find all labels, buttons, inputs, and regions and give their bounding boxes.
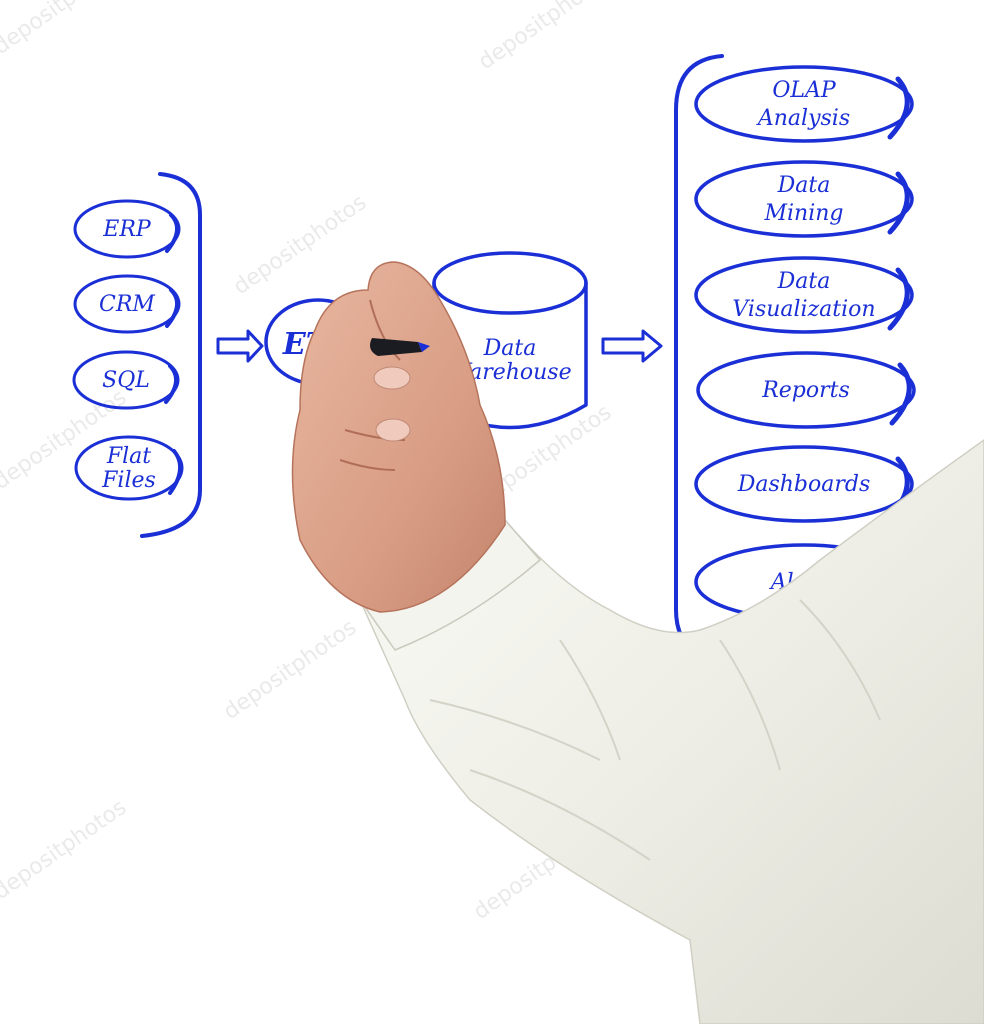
- watermark-text: depositphotos: [0, 0, 131, 60]
- source-erp-label-line-1: ERP: [102, 217, 152, 242]
- sources-bracket: [140, 172, 202, 538]
- source-node-erp: ERP: [73, 199, 181, 259]
- arrow-warehouse-to-outputs: [601, 329, 663, 363]
- output-node-dashboards: Dashboards: [694, 445, 914, 523]
- watermark-text: depositphotos: [229, 190, 371, 300]
- source-flat-files-label-line-2: Files: [101, 468, 156, 493]
- watermark-text: depositphotos: [0, 795, 131, 905]
- source-node-crm: CRM: [73, 274, 181, 334]
- output-data-mining-label-line-2: Mining: [763, 201, 843, 226]
- output-data-visualization-label-line-1: Data: [777, 269, 831, 294]
- source-flat-files-label-line-1: Flat: [106, 444, 151, 469]
- output-reports-label-line-1: Reports: [761, 378, 850, 403]
- output-olap-analysis-label-line-2: Analysis: [756, 106, 850, 131]
- output-dashboards-label-line-1: Dashboards: [737, 472, 871, 497]
- source-sql-label-line-1: SQL: [102, 368, 150, 393]
- output-node-olap-analysis: OLAP Analysis: [694, 65, 914, 143]
- arrow-sources-to-etl: [216, 329, 264, 363]
- watermark-text: depositphotos: [219, 615, 361, 725]
- output-data-visualization-label-line-2: Visualization: [732, 297, 875, 322]
- hand-illustration: [291, 261, 506, 613]
- source-node-sql: SQL: [72, 350, 180, 410]
- watermark-text: depositphotos: [474, 0, 616, 75]
- fingernail: [373, 366, 411, 390]
- outputs-bracket: [674, 54, 737, 670]
- output-node-reports: Reports: [696, 351, 916, 429]
- output-data-mining-label-line-1: Data: [777, 173, 831, 198]
- output-olap-analysis-label-line-1: OLAP: [772, 78, 837, 103]
- warehouse-label-line-1: Data: [483, 336, 537, 361]
- marker-pen: [370, 338, 430, 356]
- source-crm-label-line-1: CRM: [99, 292, 155, 317]
